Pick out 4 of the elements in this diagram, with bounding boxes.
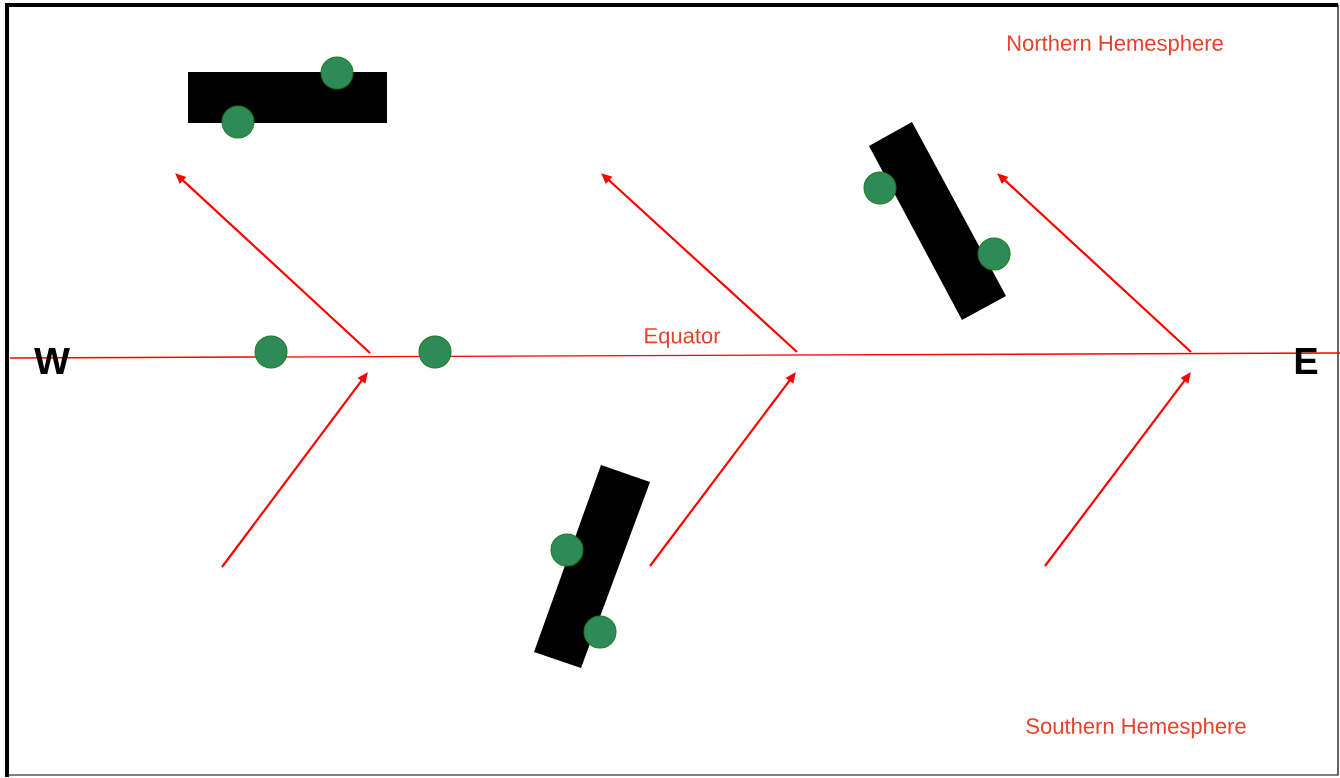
hemisphere-label: Southern Hemesphere <box>1026 717 1246 739</box>
compass-letter: E <box>1295 347 1318 375</box>
hemisphere-label: Northern Hemesphere <box>1008 34 1223 56</box>
equator-label: Equator <box>645 328 721 348</box>
